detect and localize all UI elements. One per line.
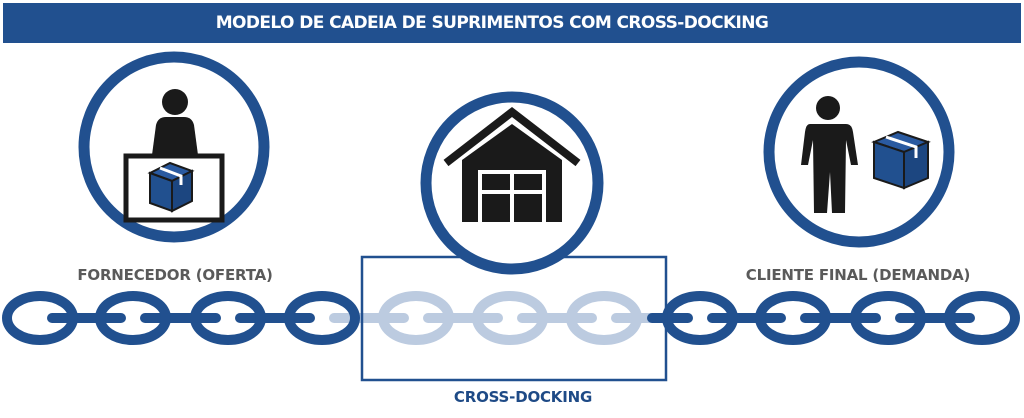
customer-node: [763, 56, 955, 248]
cross-docking-node: [420, 91, 604, 275]
chain-link: [2, 291, 78, 345]
chain-link: [190, 291, 266, 345]
supply-chain: [2, 291, 1020, 345]
cross-docking-label: CROSS-DOCKING: [453, 388, 593, 406]
chain-link: [378, 291, 454, 345]
chain-link: [944, 291, 1020, 345]
warehouse-icon: [443, 106, 581, 222]
chain-link: [566, 291, 642, 345]
chain-link: [472, 291, 548, 345]
chain-link: [95, 291, 171, 345]
title-banner: MODELO DE CADEIA DE SUPRIMENTOS COM CROS…: [3, 3, 1021, 43]
supplier-person-box-icon: [123, 89, 225, 223]
customer-person-box-icon: [801, 96, 931, 213]
diagram-title: MODELO DE CADEIA DE SUPRIMENTOS COM CROS…: [215, 13, 769, 33]
supplier-label: FORNECEDOR (OFERTA): [77, 266, 273, 284]
chain-link: [850, 291, 926, 345]
chain-link: [284, 291, 360, 345]
supplier-node: [78, 51, 270, 243]
chain-link: [755, 291, 831, 345]
customer-label: CLIENTE FINAL (DEMANDA): [745, 266, 971, 284]
